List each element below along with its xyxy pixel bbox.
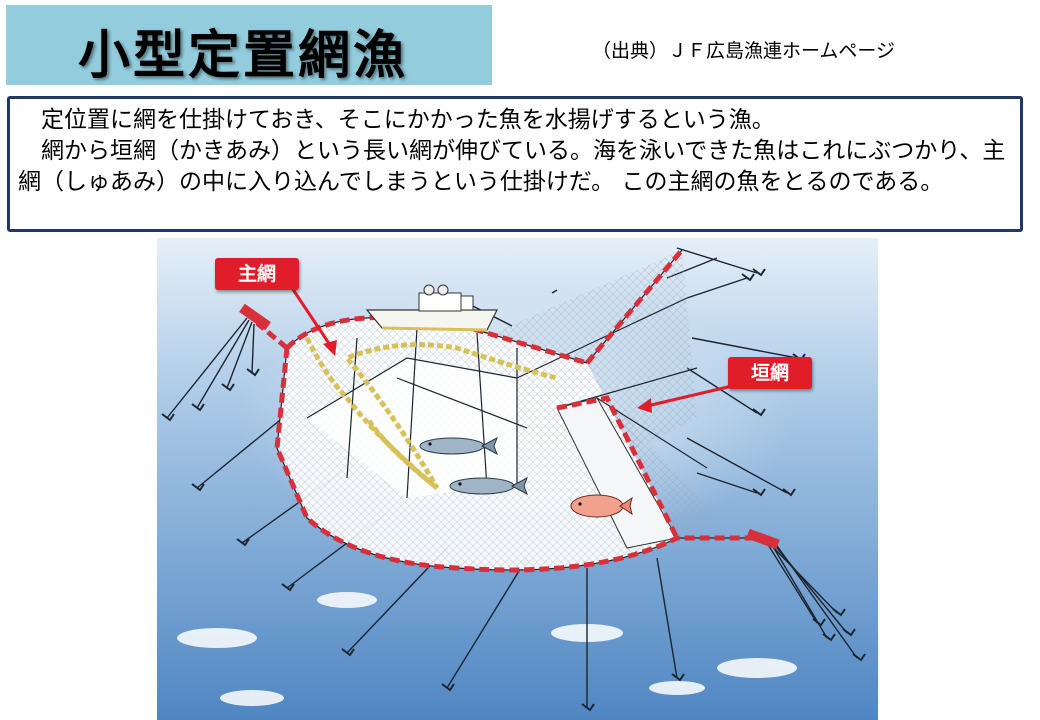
boat-icon [365, 284, 498, 332]
set-net-illustration [157, 238, 878, 720]
page-title: 小型定置網漁 [78, 26, 409, 86]
description-line-1: 定位置に網を仕掛けておき、そこにかかった魚を水揚げするという漁。 [18, 107, 775, 133]
source-credit: （出典）ＪＦ広島漁連ホームページ [592, 40, 896, 62]
main-net-label: 主網 [215, 258, 299, 290]
description-box: 定位置に網を仕掛けておき、そこにかかった魚を水揚げするという漁。 網から垣網（か… [7, 96, 1023, 232]
title-box: 小型定置網漁 [6, 5, 492, 86]
fish-icon [419, 436, 633, 518]
anchor-icon [161, 268, 866, 712]
pointer-arrows [290, 287, 733, 413]
inner-rope [304, 336, 558, 490]
fence-net-label: 垣網 [728, 357, 812, 389]
description-line-2: 網から垣網（かきあみ）という長い網が伸びている。海を泳いできた魚はこれにぶつかり… [18, 138, 1006, 195]
seabed-patches [177, 592, 797, 706]
set-net-diagram [157, 238, 878, 720]
